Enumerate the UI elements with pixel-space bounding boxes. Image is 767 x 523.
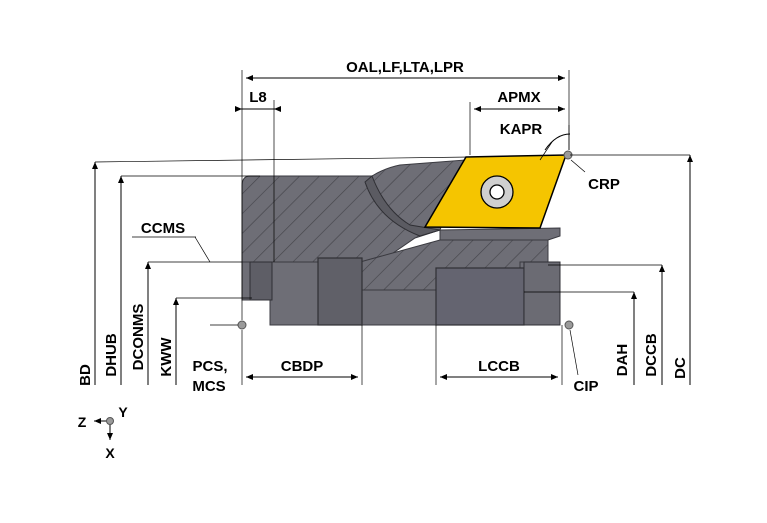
body-groove (364, 175, 441, 237)
tool-body (241, 159, 561, 326)
pcs-point (237, 320, 247, 330)
label-kapr: KAPR (500, 121, 543, 138)
axis-label-z: Z (78, 414, 87, 430)
insert (423, 154, 568, 229)
axis-label-x: X (105, 445, 115, 461)
cip-point (564, 320, 574, 330)
axis-label-y: Y (118, 404, 128, 420)
label-dc: DC (672, 357, 689, 379)
label-ccms: CCMS (141, 220, 185, 237)
body-key-slot (317, 257, 363, 326)
label-apmx: APMX (497, 89, 540, 106)
label-pcs: PCS, (192, 358, 227, 375)
label-dah: DAH (614, 344, 631, 377)
label-bd: BD (77, 364, 94, 386)
label-cbdp: CBDP (281, 358, 324, 375)
labels: OAL,LF,LTA,LPR L8 APMX KAPR CRP CCMS BD … (77, 59, 689, 461)
label-l8: L8 (249, 89, 267, 106)
label-lccb: LCCB (478, 358, 520, 375)
torx-recess (489, 184, 505, 200)
body-bore-left (249, 261, 273, 301)
label-oal: OAL,LF,LTA,LPR (346, 59, 464, 76)
dimension-lines (92, 70, 693, 385)
label-dconms: DCONMS (130, 304, 147, 371)
label-kww: KWW (158, 337, 175, 377)
label-dccb: DCCB (643, 333, 660, 376)
label-mcs: MCS (192, 378, 225, 395)
label-dhub: DHUB (103, 333, 120, 376)
label-cip: CIP (573, 378, 598, 395)
label-crp: CRP (588, 176, 620, 193)
axis-origin (106, 417, 114, 425)
reference-points (237, 150, 574, 330)
body-right-face (523, 261, 561, 326)
body-counterbore (435, 267, 525, 326)
coordinate-axes (94, 417, 114, 440)
